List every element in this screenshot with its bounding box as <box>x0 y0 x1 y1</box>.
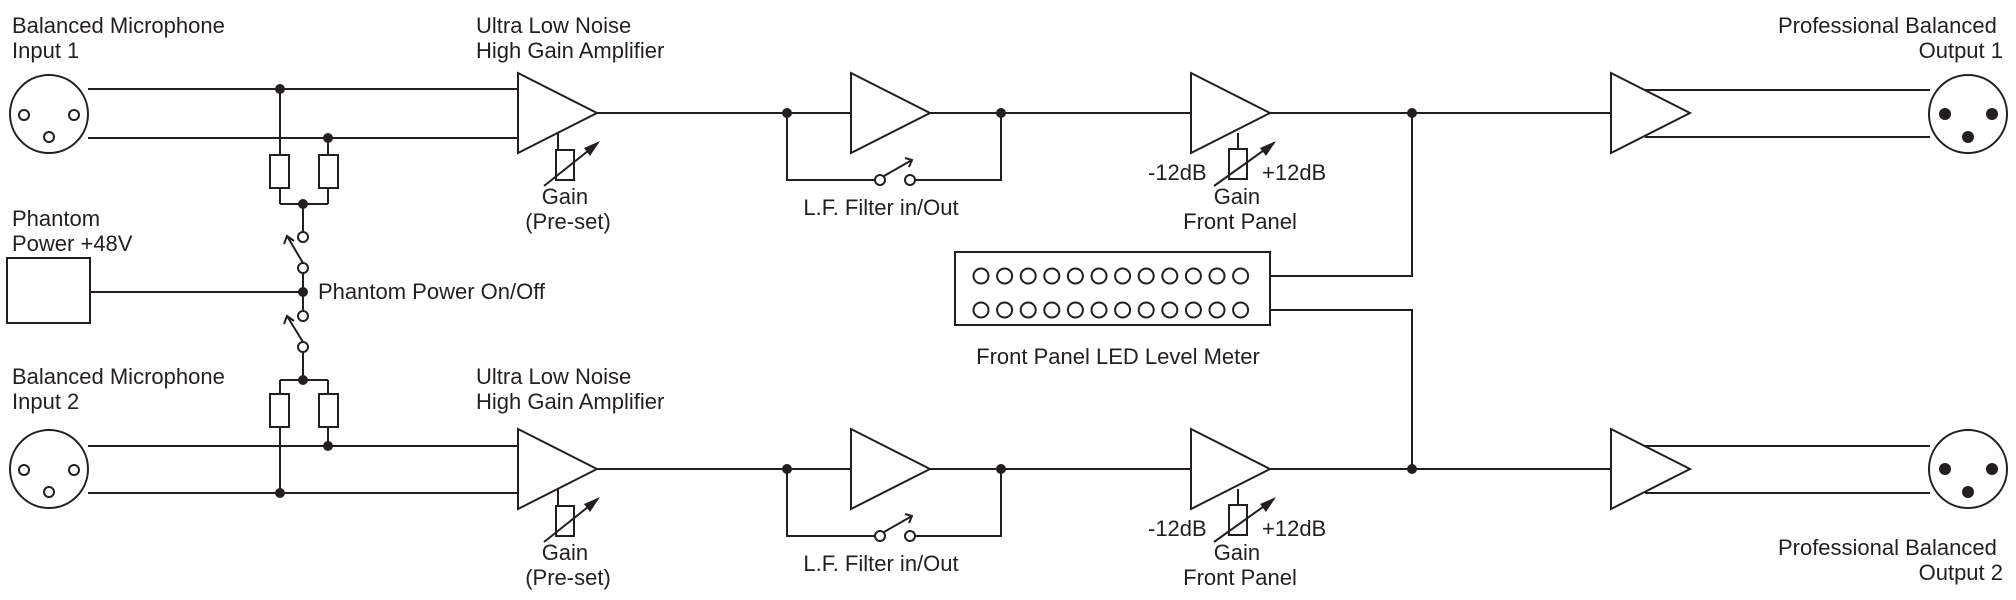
led-indicator <box>1137 301 1155 319</box>
led-indicator <box>1137 267 1155 285</box>
resistor-icon <box>269 154 290 189</box>
led-grid <box>972 267 1250 319</box>
led-level-meter <box>954 251 1271 326</box>
filter-amplifier-1-icon <box>850 71 933 155</box>
led-indicator <box>1161 301 1179 319</box>
phantom-switch-label: Phantom Power On/Off <box>318 279 546 304</box>
filter-amplifier-2-icon <box>850 427 933 511</box>
phantom-power-supply-icon <box>6 257 91 324</box>
output-1-label: Professional Balanced Output 1 <box>1778 13 2003 63</box>
phantom-switch-2-icon <box>286 315 304 343</box>
led-indicator <box>972 267 990 285</box>
led-indicator <box>1114 301 1132 319</box>
led-indicator <box>1208 301 1226 319</box>
mic-input-2-label: Balanced Microphone Input 2 <box>12 364 231 414</box>
front-gain-amplifier-2-icon <box>1190 427 1273 511</box>
channel-2 <box>9 309 2008 543</box>
gain-min-2-label: -12dB <box>1148 516 1207 541</box>
led-indicator <box>1184 301 1202 319</box>
led-indicator <box>1232 301 1250 319</box>
mic-input-1-label: Balanced Microphone Input 1 <box>12 13 231 63</box>
led-indicator <box>1043 267 1061 285</box>
led-indicator <box>1232 267 1250 285</box>
led-indicator <box>1043 301 1061 319</box>
led-indicator <box>996 301 1014 319</box>
led-indicator <box>1161 267 1179 285</box>
lf-filter-2-label: L.F. Filter in/Out <box>803 551 958 576</box>
output-2-label: Professional Balanced Output 2 <box>1778 535 2003 585</box>
led-indicator <box>1019 267 1037 285</box>
filter-switch-1-icon <box>883 159 913 177</box>
led-indicator <box>1066 267 1084 285</box>
led-indicator <box>1208 267 1226 285</box>
phantom-power-label: Phantom Power +48V <box>12 206 133 256</box>
gain-max-2-label: +12dB <box>1262 516 1326 541</box>
front-gain-1-label: Gain Front Panel <box>1183 184 1297 234</box>
xlr-input-1-icon <box>9 74 89 154</box>
filter-switch-2-icon <box>883 515 913 533</box>
led-indicator <box>972 301 990 319</box>
led-indicator <box>1184 267 1202 285</box>
led-indicator <box>996 267 1014 285</box>
resistor-icon <box>318 393 339 428</box>
led-indicator <box>1090 267 1108 285</box>
lf-filter-1-label: L.F. Filter in/Out <box>803 195 958 220</box>
output-driver-2-icon <box>1610 427 1693 511</box>
amplifier-1-label: Ultra Low Noise High Gain Amplifier <box>476 13 664 63</box>
resistor-icon <box>269 393 290 428</box>
preset-gain-2-label: Gain (Pre-set) <box>525 540 611 590</box>
front-gain-amplifier-1-icon <box>1190 71 1273 155</box>
xlr-output-2-icon <box>1928 429 2008 509</box>
led-indicator <box>1090 301 1108 319</box>
phantom-switch-1-icon <box>286 235 304 264</box>
amplifier-2-label: Ultra Low Noise High Gain Amplifier <box>476 364 664 414</box>
xlr-output-1-icon <box>1928 74 2008 154</box>
front-gain-2-label: Gain Front Panel <box>1183 540 1297 590</box>
gain-min-1-label: -12dB <box>1148 160 1207 185</box>
led-indicator <box>1114 267 1132 285</box>
led-indicator <box>1019 301 1037 319</box>
led-meter-label: Front Panel LED Level Meter <box>976 344 1260 369</box>
xlr-input-2-icon <box>9 429 89 509</box>
preset-gain-1-label: Gain (Pre-set) <box>525 184 611 234</box>
resistor-icon <box>318 154 339 189</box>
phantom-power-section <box>6 231 309 380</box>
led-indicator <box>1066 301 1084 319</box>
channel-1 <box>9 71 2008 277</box>
gain-max-1-label: +12dB <box>1262 160 1326 185</box>
output-driver-1-icon <box>1610 71 1693 155</box>
